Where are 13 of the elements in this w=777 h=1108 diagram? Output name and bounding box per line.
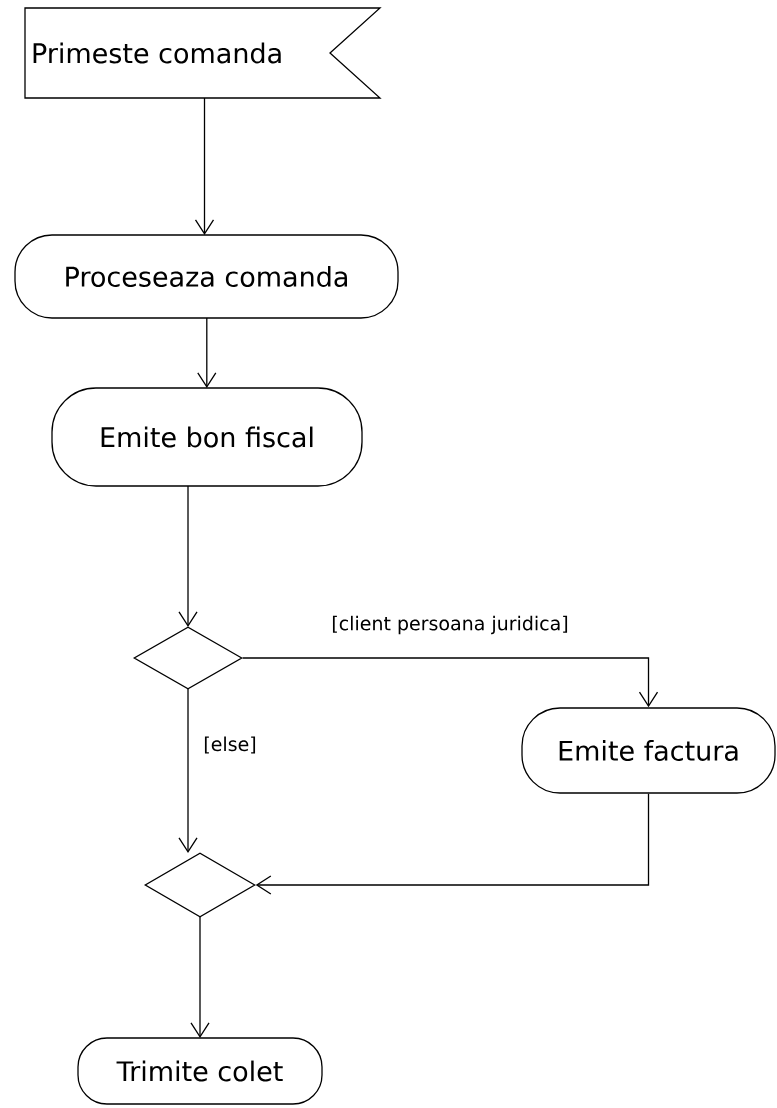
action-node: Trimite colet xyxy=(77,1037,323,1105)
action-node: Emite factura xyxy=(521,707,776,794)
arrow xyxy=(197,317,217,388)
arrow xyxy=(242,657,659,708)
edge-label: [client persoana juridica] xyxy=(330,614,570,636)
arrow xyxy=(190,916,210,1038)
action-node: Proceseaza comanda xyxy=(14,234,399,319)
arrow xyxy=(178,485,198,627)
arrow xyxy=(194,97,215,235)
action-node: Emite bon fiscal xyxy=(51,387,363,487)
arrow xyxy=(178,688,198,853)
arrow xyxy=(255,793,650,895)
accept-event-node: Primeste comanda xyxy=(24,7,382,99)
